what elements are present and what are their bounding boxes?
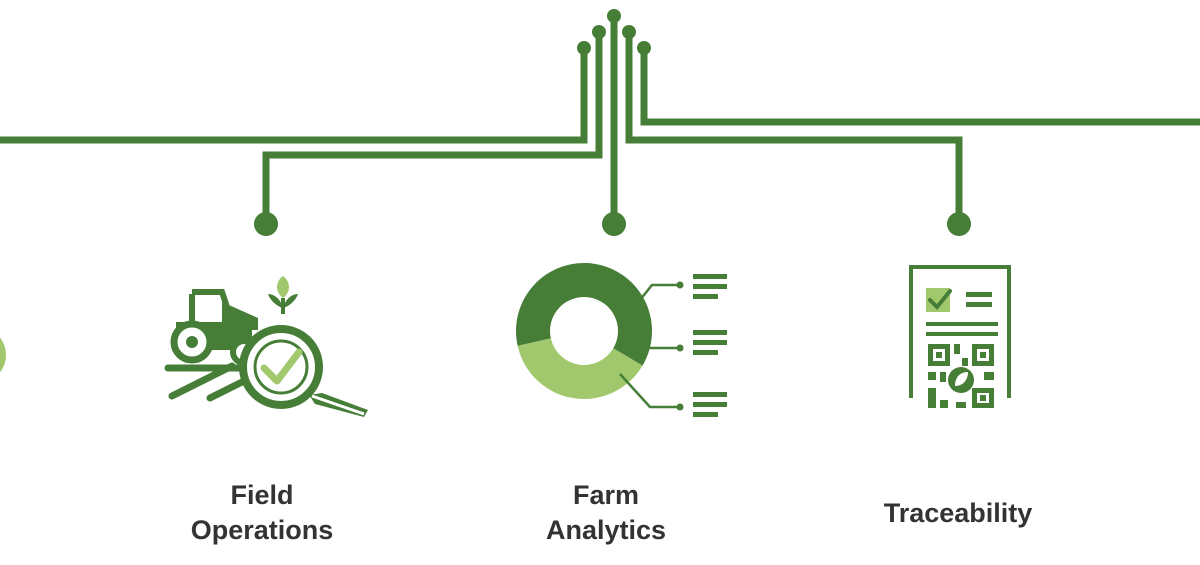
terminal-dot	[577, 41, 591, 55]
node-dot-farm-analytics	[602, 212, 626, 236]
label-line: Traceability	[883, 498, 1033, 528]
label-line: Operations	[190, 515, 334, 545]
donut-segment-light	[517, 338, 643, 400]
terminal-dot	[637, 41, 651, 55]
trace-left-long	[0, 48, 588, 144]
donut-legend-dots	[676, 281, 684, 411]
trace-traceability	[625, 32, 963, 224]
donut-segments	[516, 263, 652, 400]
trace-field-operations	[262, 32, 603, 224]
node-dot-offscreen	[0, 337, 6, 373]
donut-legend-lines	[693, 274, 727, 417]
terminal-dot	[607, 9, 621, 23]
label-line: Field	[230, 480, 294, 510]
qr-code	[928, 344, 994, 408]
document-qr-code-icon	[909, 265, 1011, 408]
node-label-farm-analytics: Farm Analytics	[494, 478, 718, 548]
node-label-traceability: Traceability	[846, 496, 1070, 531]
label-line: Analytics	[545, 515, 667, 545]
donut-segment-dark	[516, 263, 652, 366]
donut-legend-connectors	[619, 283, 680, 409]
tractor-magnifier-check-icon	[164, 276, 368, 417]
node-dot-traceability	[947, 212, 971, 236]
terminal-dot	[622, 25, 636, 39]
trace-right-long	[640, 48, 1200, 126]
terminal-dot	[592, 25, 606, 39]
donut-chart-icon	[516, 263, 727, 417]
top-terminals	[577, 9, 651, 55]
circuit-lines	[0, 16, 1200, 224]
node-label-field-operations: Field Operations	[150, 478, 374, 548]
node-dot-field-operations	[254, 212, 278, 236]
label-line: Farm	[572, 480, 640, 510]
